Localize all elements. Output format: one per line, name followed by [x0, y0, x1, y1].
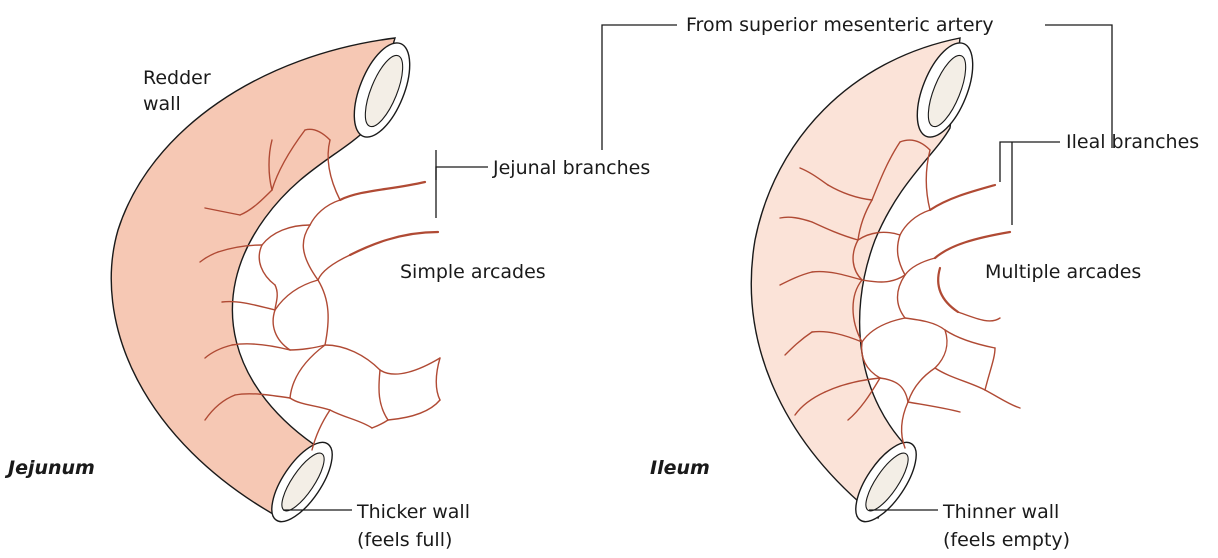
- label-jejunum: Jejunum: [4, 457, 95, 479]
- label-ileal-branches: Ileal branches: [1066, 131, 1199, 153]
- label-redder-wall-line2: wall: [143, 93, 181, 115]
- label-thinner-wall-line2: (feels empty): [943, 529, 1070, 551]
- label-from-sma: From superior mesenteric artery: [686, 14, 994, 36]
- label-thinner-wall-line1: Thinner wall: [942, 501, 1059, 523]
- ileum-segment: [751, 35, 1020, 530]
- label-jejunal-branches: Jejunal branches: [492, 157, 650, 179]
- label-redder-wall-line1: Redder: [143, 67, 211, 89]
- label-multiple-arcades: Multiple arcades: [985, 261, 1141, 283]
- label-simple-arcades: Simple arcades: [400, 261, 546, 283]
- label-thicker-wall-line1: Thicker wall: [356, 501, 470, 523]
- label-ileum: Ileum: [650, 457, 710, 479]
- label-thicker-wall-line2: (feels full): [357, 529, 452, 551]
